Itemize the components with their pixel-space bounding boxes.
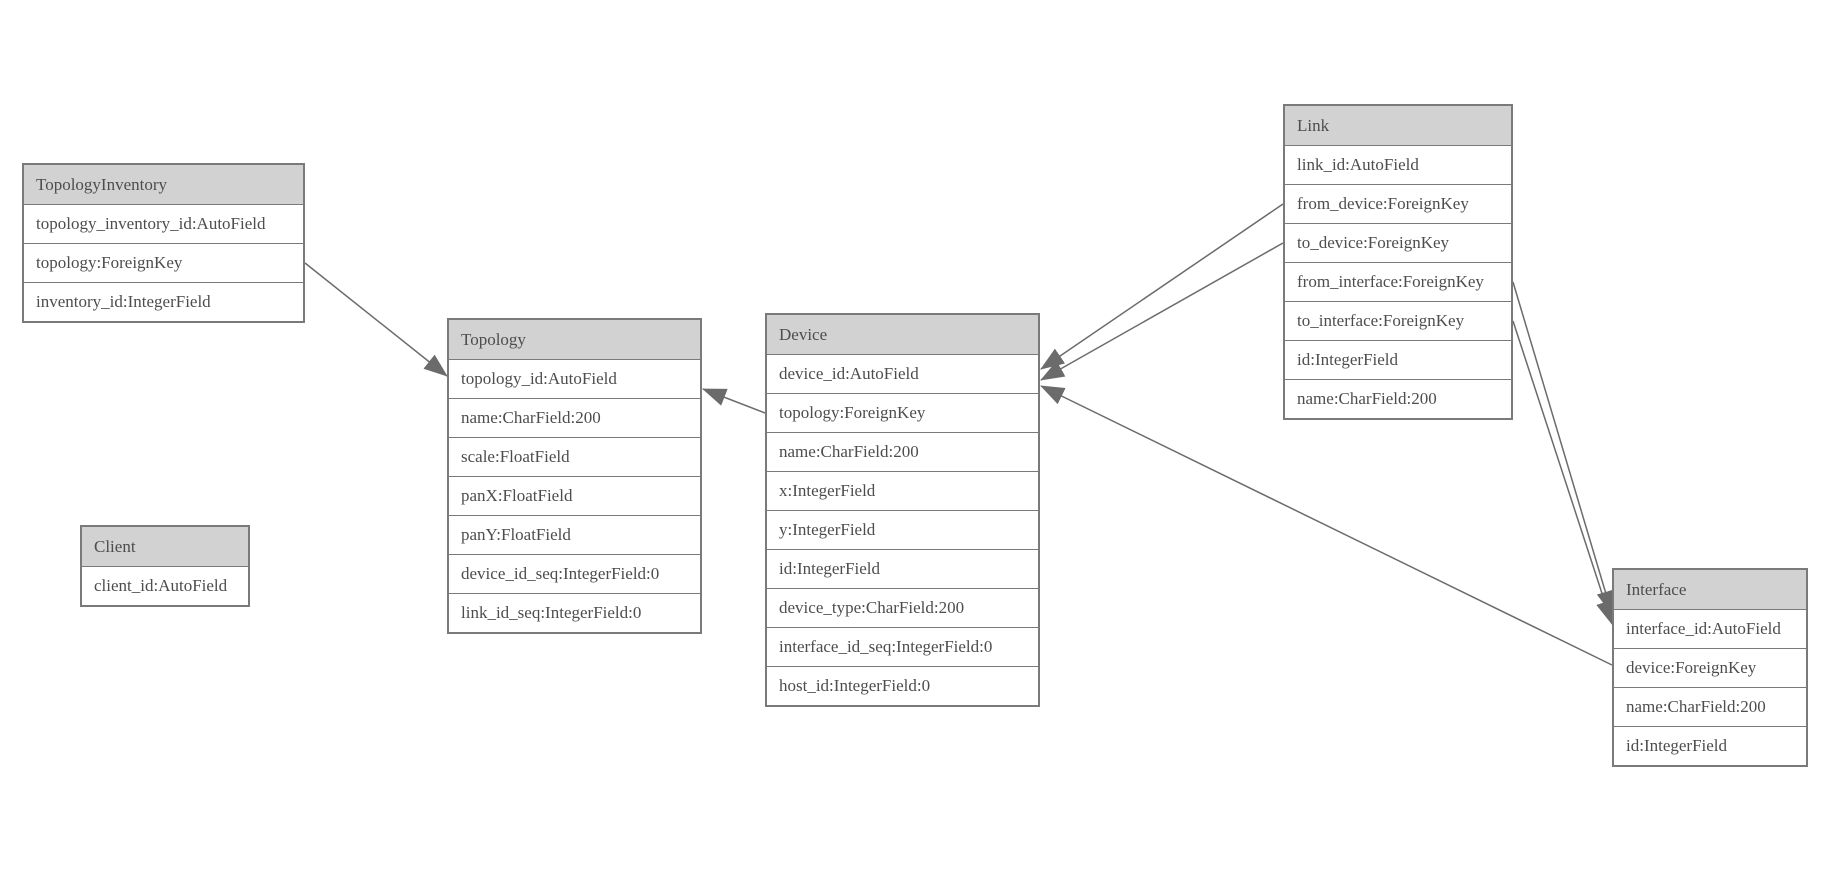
field-row: host_id:IntegerField:0 [767,667,1038,705]
field-row: name:CharField:200 [449,399,700,438]
table-header-device: Device [767,315,1038,355]
table-header-link: Link [1285,106,1511,146]
field-row: to_device:ForeignKey [1285,224,1511,263]
field-row: interface_id_seq:IntegerField:0 [767,628,1038,667]
field-row: id:IntegerField [1285,341,1511,380]
field-row: y:IntegerField [767,511,1038,550]
field-row: id:IntegerField [767,550,1038,589]
relation-link-todevice-device-line [1040,242,1284,381]
entity-table-link: Link link_id:AutoField from_device:Forei… [1283,104,1513,420]
field-row: device_type:CharField:200 [767,589,1038,628]
field-row: client_id:AutoField [82,567,248,605]
field-row: link_id:AutoField [1285,146,1511,185]
entity-table-topologyinventory: TopologyInventory topology_inventory_id:… [22,163,305,323]
field-row: interface_id:AutoField [1614,610,1806,649]
field-row: inventory_id:IntegerField [24,283,303,321]
relation-link-fromdevice-device-line [1040,203,1284,370]
field-row: topology:ForeignKey [767,394,1038,433]
entity-table-device: Device device_id:AutoField topology:Fore… [765,313,1040,707]
entity-table-topology: Topology topology_id:AutoField name:Char… [447,318,702,634]
field-row: panX:FloatField [449,477,700,516]
field-row: device_id_seq:IntegerField:0 [449,555,700,594]
table-header-topology: Topology [449,320,700,360]
field-row: topology_inventory_id:AutoField [24,205,303,244]
entity-table-client: Client client_id:AutoField [80,525,250,607]
field-row: device:ForeignKey [1614,649,1806,688]
field-row: id:IntegerField [1614,727,1806,765]
field-row: to_interface:ForeignKey [1285,302,1511,341]
relation-interface-device-line [1040,385,1613,666]
field-row: name:CharField:200 [1285,380,1511,418]
field-row: from_device:ForeignKey [1285,185,1511,224]
relation-topologyinventory-topology-line [304,262,448,377]
field-row: device_id:AutoField [767,355,1038,394]
field-row: panY:FloatField [449,516,700,555]
field-row: topology:ForeignKey [24,244,303,283]
field-row: x:IntegerField [767,472,1038,511]
field-row: scale:FloatField [449,438,700,477]
relation-link-tointerface-interface-line [1512,320,1614,625]
field-row: name:CharField:200 [1614,688,1806,727]
field-row: topology_id:AutoField [449,360,700,399]
field-row: link_id_seq:IntegerField:0 [449,594,700,632]
table-header-client: Client [82,527,248,567]
entity-table-interface: Interface interface_id:AutoField device:… [1612,568,1808,767]
relation-link-frominterface-interface-line [1512,281,1615,615]
table-header-interface: Interface [1614,570,1806,610]
field-row: from_interface:ForeignKey [1285,263,1511,302]
field-row: name:CharField:200 [767,433,1038,472]
relation-device-topology-line [702,388,766,414]
table-header-topologyinventory: TopologyInventory [24,165,303,205]
